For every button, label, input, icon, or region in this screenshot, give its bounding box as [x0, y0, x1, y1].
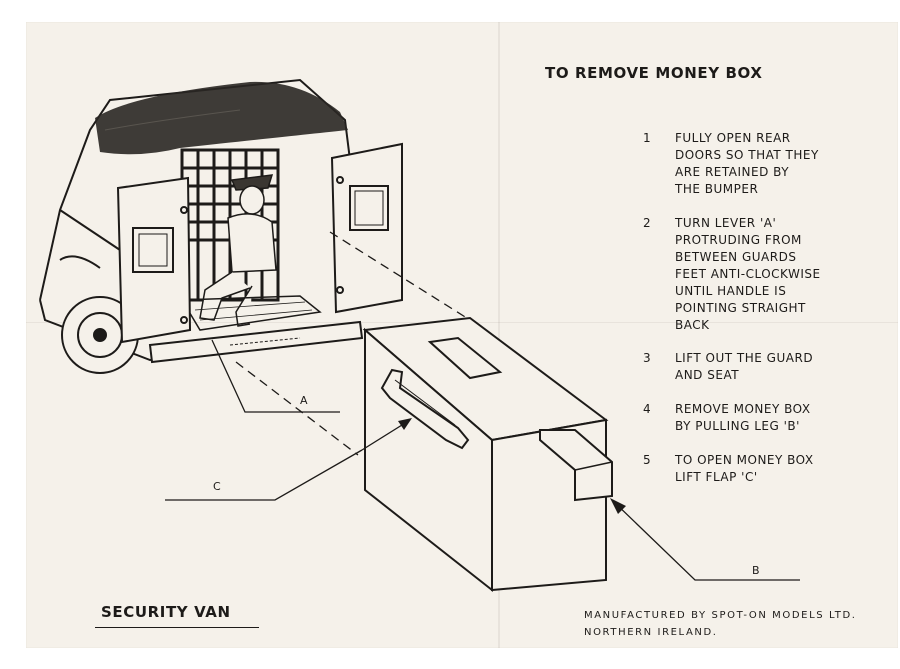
step-text: REMOVE MONEY BOX BY PULLING LEG 'B' — [675, 402, 811, 433]
vertical-fold-crease — [498, 22, 500, 648]
right-rear-door — [330, 142, 403, 314]
arrow-b — [610, 498, 626, 514]
label-a: A — [300, 394, 309, 407]
step-text: LIFT OUT THE GUARD AND SEAT — [675, 351, 814, 382]
step-text: TURN LEVER 'A' PROTRUDING FROM BETWEEN G… — [675, 216, 821, 332]
guard-figure — [199, 174, 277, 327]
van-roof — [95, 81, 348, 155]
manufacturer-line-2: NORTHERN IRELAND. — [584, 627, 718, 638]
instructions-heading: TO REMOVE MONEY BOX — [545, 64, 763, 82]
step-number: 4 — [643, 402, 652, 416]
step-number: 2 — [643, 216, 652, 230]
label-c: C — [213, 480, 222, 493]
leader-lines — [165, 339, 800, 581]
manufacturer-line-1: MANUFACTURED BY SPOT-ON MODELS LTD. — [584, 610, 857, 621]
step-text: FULLY OPEN REAR DOORS SO THAT THEY ARE R… — [675, 131, 819, 196]
arrow-c — [398, 418, 412, 430]
van-floor — [180, 295, 322, 331]
label-b: B — [752, 564, 761, 577]
step-number: 5 — [643, 453, 652, 467]
manufacturer-block: MANUFACTURED BY SPOT-ON MODELS LTD. NORT… — [584, 607, 857, 641]
product-name: SECURITY VAN — [101, 603, 231, 621]
left-rear-door — [116, 176, 192, 344]
step-number: 3 — [643, 351, 652, 365]
step-text: TO OPEN MONEY BOX LIFT FLAP 'C' — [675, 453, 814, 484]
money-box-drawing — [362, 316, 613, 593]
projection-lines — [235, 231, 471, 456]
product-name-underline — [95, 627, 259, 628]
step-number: 1 — [643, 131, 652, 145]
